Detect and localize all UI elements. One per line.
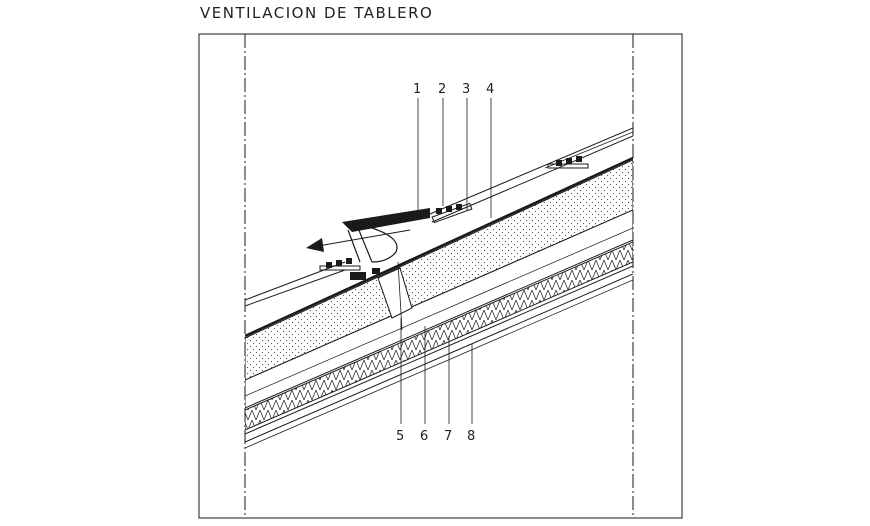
callout-7: 7	[444, 429, 452, 444]
roof-layers	[245, 127, 633, 449]
lower-line-1	[245, 265, 633, 435]
tile-line-lower	[245, 261, 346, 301]
drawing-title: VENTILACION DE TABLERO	[200, 4, 434, 22]
zigzag-insulation-band	[245, 241, 633, 431]
tile-clip-upper-left	[431, 202, 473, 224]
structural-band-line	[245, 227, 633, 397]
tile-line-lower-2	[245, 269, 346, 307]
drawing-frame	[198, 33, 683, 519]
structural-band	[245, 209, 633, 409]
airflow-arrow-line	[317, 229, 411, 247]
callout-4: 4	[486, 82, 494, 97]
tile-line-upper-2	[431, 135, 633, 223]
callout-5: 5	[396, 429, 404, 444]
lower-line-2	[245, 273, 633, 443]
callout-8: 8	[467, 429, 475, 444]
board-top-line	[245, 156, 633, 338]
callout-6: 6	[420, 429, 428, 444]
callout-3: 3	[462, 82, 470, 97]
callout-2: 2	[438, 82, 446, 97]
lower-line-3	[245, 279, 633, 449]
callout-1: 1	[413, 82, 421, 97]
tile-clip-right	[547, 156, 589, 169]
insulation-board-layer	[245, 159, 633, 381]
tile-clip-lower	[319, 258, 380, 280]
vent-duct	[377, 267, 413, 319]
vent-cap	[342, 208, 430, 232]
tile-line-upper	[429, 127, 633, 215]
airflow-arrowhead	[306, 238, 324, 252]
